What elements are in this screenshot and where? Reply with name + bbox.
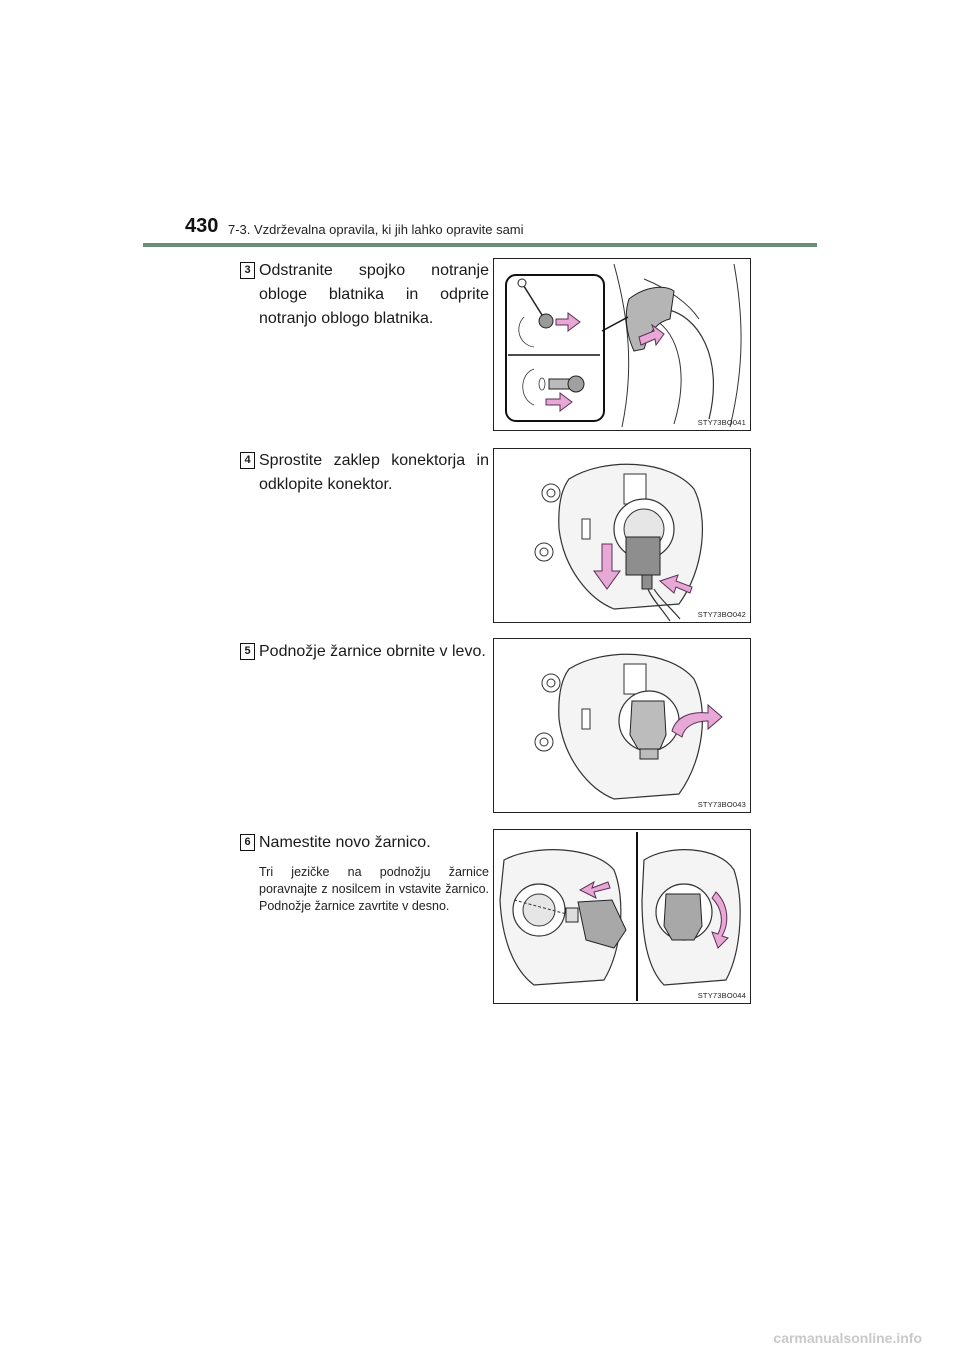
figure-bulb-base-turn: STY73BO043 xyxy=(493,638,751,813)
figure-connector-unlock: STY73BO042 xyxy=(493,448,751,623)
figure-code: STY73BO042 xyxy=(697,610,746,619)
install-bulb-illustration xyxy=(499,832,741,1001)
watermark: carmanualsonline.info xyxy=(773,1330,922,1346)
figure-code: STY73BO044 xyxy=(697,991,746,1000)
step-instruction: Namestite novo žarnico. xyxy=(259,834,431,851)
step-instruction: Odstranite spojko notranje obloge blatni… xyxy=(259,262,489,327)
figure-install-bulb: STY73BO044 xyxy=(493,829,751,1004)
step-number-badge: 3 xyxy=(240,262,255,279)
step-instruction: Podnožje žarnice obrnite v levo. xyxy=(259,643,486,660)
figure-clip-removal: STY73BO041 xyxy=(493,258,751,431)
connector-unlock-illustration xyxy=(534,463,703,622)
bulb-base-turn-illustration xyxy=(534,653,723,800)
header-divider xyxy=(143,243,817,247)
section-title: 7-3. Vzdrževalna opravila, ki jih lahko … xyxy=(228,222,524,237)
clip-removal-illustration xyxy=(505,263,742,428)
figure-code: STY73BO043 xyxy=(697,800,746,809)
step-instruction: Sprostite zaklep konektorja in odklopite… xyxy=(259,452,489,493)
step-number-badge: 4 xyxy=(240,452,255,469)
step-note: Tri jezičke na podnožju žarnice poravnaj… xyxy=(259,865,489,913)
page-number: 430 xyxy=(185,215,219,237)
step-number-badge: 6 xyxy=(240,834,255,851)
figure-code: STY73BO041 xyxy=(697,418,746,427)
step-number-badge: 5 xyxy=(240,643,255,660)
